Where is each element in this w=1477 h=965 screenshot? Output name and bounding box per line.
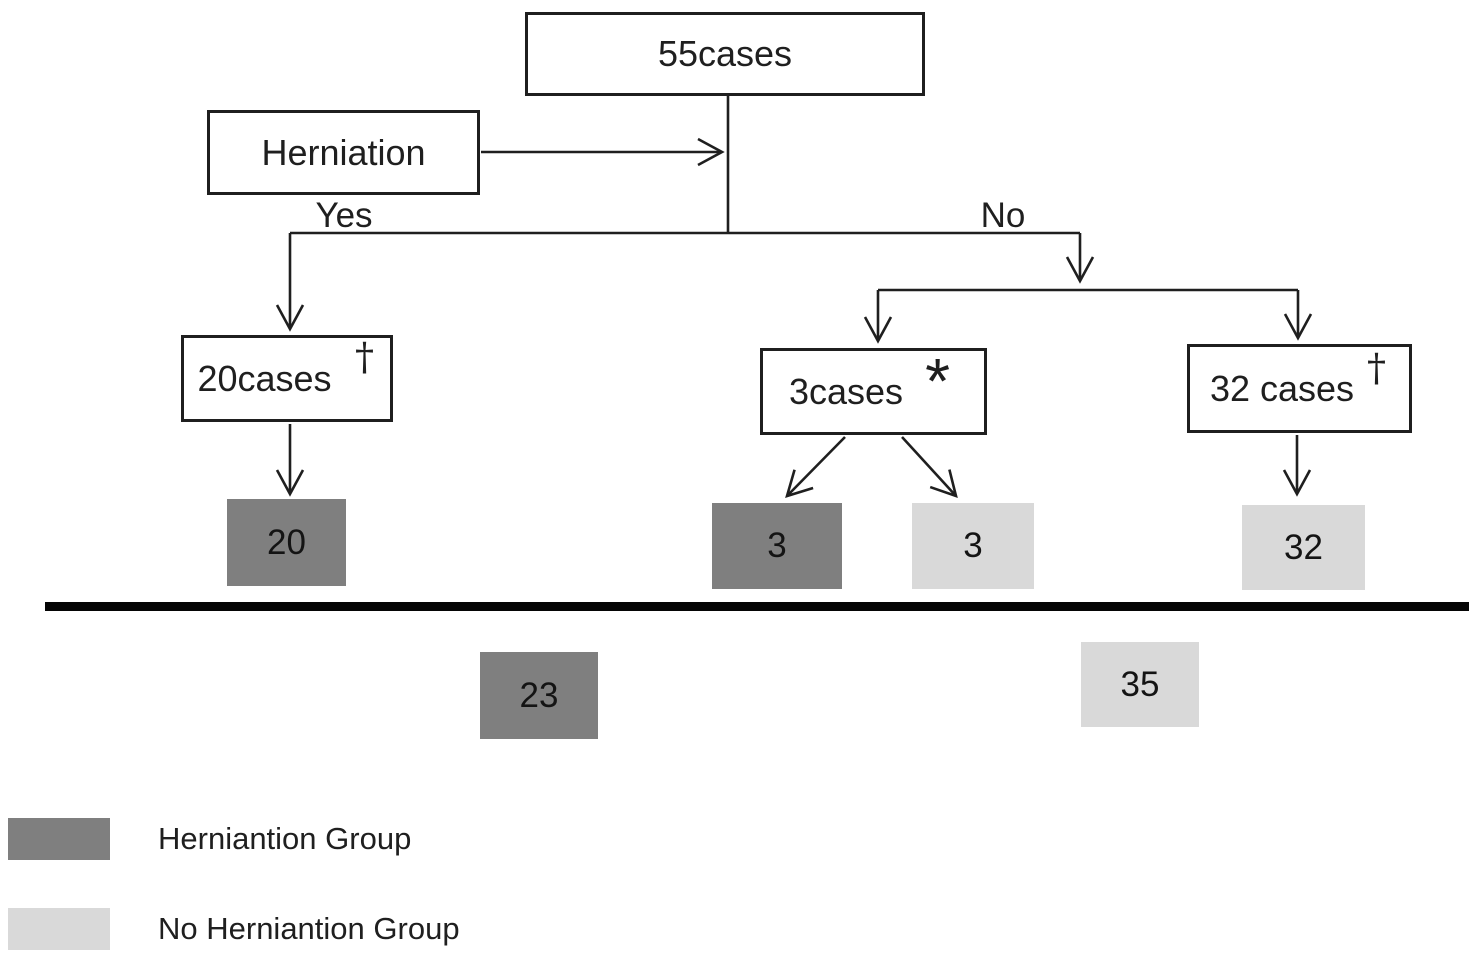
- total-box-herniation: 23: [480, 652, 598, 739]
- legend-label-no-herniation: No Herniantion Group: [158, 911, 460, 946]
- node-total-cases: 55cases: [525, 12, 925, 96]
- legend-swatch-herniation: [8, 818, 110, 860]
- legend-swatch-no-herniation: [8, 908, 110, 950]
- node-32cases-label: 32 cases: [1209, 367, 1355, 409]
- branch-label-yes: Yes: [315, 196, 373, 235]
- legend-label-herniation: Herniantion Group: [158, 821, 412, 856]
- node-32cases: 32 cases †: [1187, 344, 1412, 433]
- node-20cases: 20cases †: [181, 335, 393, 422]
- count-box-herniation-3: 3: [712, 503, 842, 589]
- count-box-no-herniation-32: 32: [1242, 505, 1365, 590]
- count-box-herniation-20: 20: [227, 499, 346, 586]
- node-3cases: 3cases *: [760, 348, 987, 435]
- total-box-no-herniation: 35: [1081, 642, 1199, 727]
- arrow-3cases-to-light3: [901, 436, 958, 499]
- branch-label-no: No: [980, 196, 1026, 235]
- node-20cases-label: 20cases: [197, 357, 332, 399]
- node-3cases-label: 3cases: [788, 370, 904, 412]
- dagger-icon: †: [355, 335, 374, 379]
- arrow-3cases-to-dark3: [785, 436, 846, 498]
- node-total-cases-label: 55cases: [657, 33, 793, 74]
- asterisk-icon: *: [925, 345, 950, 417]
- total-divider-line: [45, 602, 1469, 611]
- node-herniation-decision: Herniation: [207, 110, 480, 195]
- dagger-icon: †: [1367, 346, 1386, 390]
- node-herniation-decision-label: Herniation: [261, 131, 426, 173]
- count-box-no-herniation-3: 3: [912, 503, 1034, 589]
